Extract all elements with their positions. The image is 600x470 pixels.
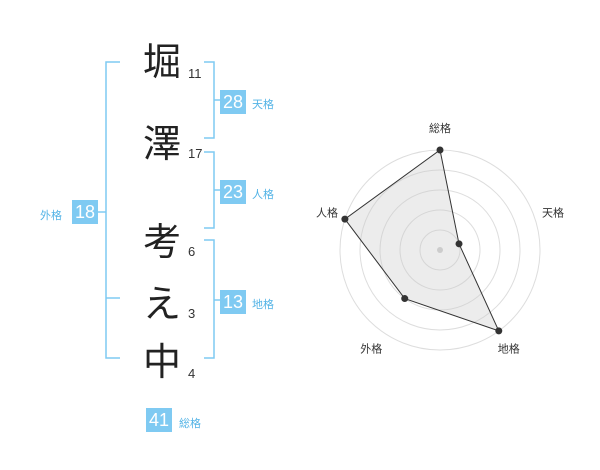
stroke-count-1: 11	[188, 66, 202, 81]
tenkaku-label: 天格	[252, 98, 274, 111]
name-char-5: 中	[142, 340, 181, 384]
radar-axis-label-1: 総格	[429, 121, 451, 135]
name-char-4: え	[142, 282, 181, 326]
soukaku-label: 総格	[179, 417, 201, 430]
tenkaku-value: 28	[220, 90, 246, 114]
stroke-count-2: 17	[188, 146, 203, 161]
name-char-3: 考	[142, 220, 181, 264]
radar-data-polygon	[344, 149, 500, 332]
radar-center	[437, 247, 443, 253]
gaikaku-label: 外格	[40, 209, 62, 222]
radar-point-5	[341, 215, 349, 223]
stroke-count-5: 4	[188, 366, 196, 381]
radar-axis-label-4: 外格	[360, 342, 382, 356]
soukaku-value: 41	[146, 408, 172, 432]
name-char-1: 堀	[142, 40, 181, 84]
radar-axis-label-2: 天格	[542, 205, 564, 219]
radar-axis-label-3: 地格	[498, 342, 520, 356]
radar-axis-label-5: 人格	[316, 205, 338, 219]
radar-point-3	[495, 327, 503, 335]
jinkaku-value: 23	[220, 180, 246, 204]
name-char-2: 澤	[142, 122, 181, 166]
gaikaku-value: 18	[72, 200, 98, 224]
stroke-count-3: 6	[188, 244, 196, 259]
radar-point-4	[401, 295, 409, 303]
radar-point-2	[455, 240, 463, 248]
jinkaku-label: 人格	[252, 188, 274, 201]
chikaku-label: 地格	[252, 298, 274, 311]
chikaku-value: 13	[220, 290, 246, 314]
gaikaku-bracket	[105, 61, 120, 359]
radar-point-1	[436, 146, 444, 154]
chikaku-bracket	[204, 239, 215, 359]
stroke-count-4: 3	[188, 306, 196, 321]
